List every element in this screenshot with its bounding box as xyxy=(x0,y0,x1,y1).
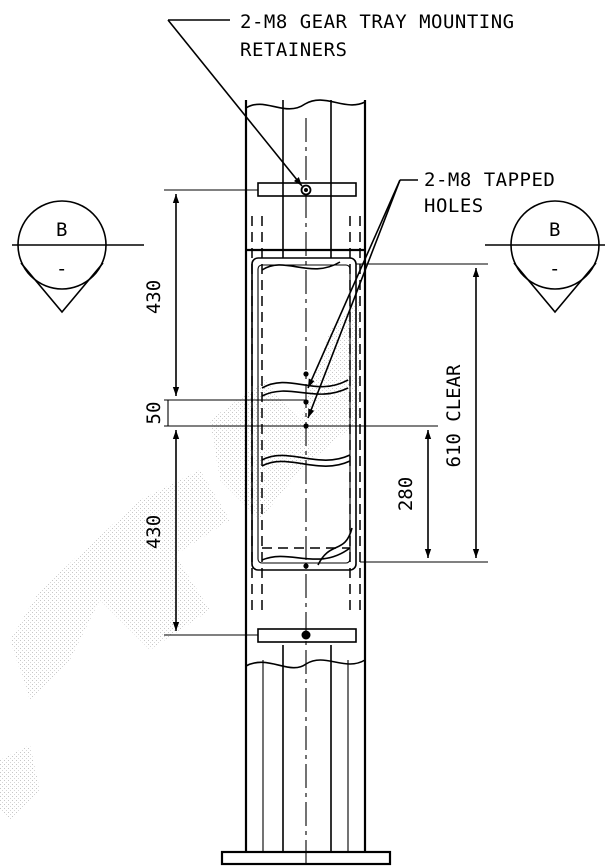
watermark-shape-h xyxy=(210,300,360,520)
retainer-lower xyxy=(257,628,357,643)
watermark-shape-g xyxy=(10,470,230,700)
section-marker-left: B - xyxy=(12,200,144,314)
dimension-clear-value: 610 CLEAR xyxy=(443,364,465,468)
dimension-280: 280 xyxy=(306,425,438,558)
callout-tapped-line2: HOLES xyxy=(424,195,484,217)
dimension-gap-50: 50 xyxy=(143,400,306,427)
section-left-letter: B xyxy=(56,219,68,241)
watermark-shape-tail xyxy=(0,745,40,820)
opening-frame xyxy=(246,248,365,571)
section-left-sheet: - xyxy=(56,258,68,280)
dimension-inner-value: 280 xyxy=(395,477,417,511)
callout-tapped-line1: 2-M8 TAPPED xyxy=(424,169,555,191)
callout-retainers-line1: 2-M8 GEAR TRAY MOUNTING xyxy=(240,11,515,33)
callout-tapped-holes: 2-M8 TAPPED HOLES xyxy=(307,169,555,419)
dimension-610-clear: 610 CLEAR xyxy=(356,263,488,563)
dimension-gap-value: 50 xyxy=(143,402,165,425)
dimension-upper-430: 430 xyxy=(143,189,306,401)
callout-retainers: 2-M8 GEAR TRAY MOUNTING RETAINERS xyxy=(167,11,515,187)
post-structure xyxy=(220,99,392,868)
section-right-letter: B xyxy=(549,219,561,241)
tapped-holes xyxy=(303,371,309,569)
dimension-lower-value: 430 xyxy=(143,515,165,549)
section-marker-right: B - xyxy=(485,200,605,314)
callout-retainers-line2: RETAINERS xyxy=(240,39,347,61)
dimension-lower-430: 430 xyxy=(143,430,258,636)
section-right-sheet: - xyxy=(549,258,561,280)
retainer-upper xyxy=(257,182,357,197)
dimension-upper-value: 430 xyxy=(143,280,165,314)
